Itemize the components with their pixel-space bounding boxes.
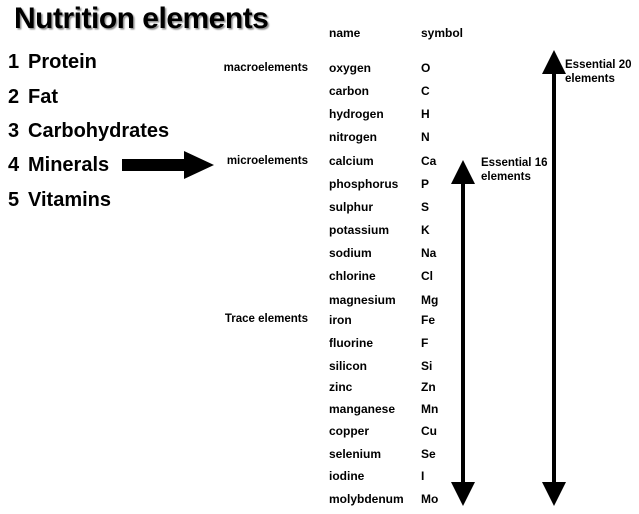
category-label-macroelements: macroelements bbox=[223, 62, 308, 74]
list-item-number: 2 bbox=[8, 86, 20, 108]
element-name: hydrogen bbox=[329, 107, 384, 121]
element-name: selenium bbox=[329, 447, 382, 461]
element-symbol: Si bbox=[421, 359, 433, 373]
element-symbol: Na bbox=[421, 246, 437, 260]
element-symbol: P bbox=[421, 177, 430, 191]
element-symbol: N bbox=[421, 130, 430, 144]
element-name: potassium bbox=[329, 223, 390, 237]
element-name: manganese bbox=[329, 402, 396, 416]
element-symbol: H bbox=[421, 107, 430, 121]
element-name: magnesium bbox=[329, 293, 396, 307]
element-symbol: Mo bbox=[421, 492, 439, 506]
element-symbol: Fe bbox=[421, 313, 436, 327]
range-label-line2: elements bbox=[565, 73, 615, 85]
element-symbol: Cu bbox=[421, 424, 437, 438]
range-arrow-essential-20-icon bbox=[542, 50, 566, 506]
list-item-number: 5 bbox=[8, 189, 20, 211]
column-header-name: name bbox=[329, 26, 361, 40]
element-symbol: Mg bbox=[421, 293, 439, 307]
element-symbol: O bbox=[421, 61, 431, 75]
element-symbol: K bbox=[421, 223, 430, 237]
element-name: chlorine bbox=[329, 269, 376, 283]
range-label-line2: elements bbox=[481, 171, 531, 183]
element-name: zinc bbox=[329, 380, 353, 394]
list-item: 5 Vitamins bbox=[8, 189, 111, 212]
list-item: 4 Minerals bbox=[8, 154, 109, 177]
element-symbol: Ca bbox=[421, 154, 437, 168]
element-name: phosphorus bbox=[329, 177, 399, 191]
element-name: silicon bbox=[329, 359, 368, 373]
element-name: iron bbox=[329, 313, 352, 327]
element-name: sulphur bbox=[329, 200, 373, 214]
element-name: sodium bbox=[329, 246, 372, 260]
range-arrow-essential-16-icon bbox=[451, 160, 475, 506]
range-label-line1: Essential 20 bbox=[565, 59, 632, 71]
list-item-label: Minerals bbox=[28, 154, 110, 176]
right-arrow-icon bbox=[122, 151, 214, 179]
element-name: oxygen bbox=[329, 61, 372, 75]
element-symbol: Zn bbox=[421, 380, 436, 394]
list-item-number: 1 bbox=[8, 51, 20, 73]
element-symbol: F bbox=[421, 336, 429, 350]
list-item: 3 Carbohydrates bbox=[8, 120, 169, 143]
list-item-label: Protein bbox=[28, 51, 97, 73]
element-name: molybdenum bbox=[329, 492, 404, 506]
element-name: calcium bbox=[329, 154, 374, 168]
element-name: carbon bbox=[329, 84, 370, 98]
list-item-number: 4 bbox=[8, 154, 20, 176]
element-name: nitrogen bbox=[329, 130, 377, 144]
element-name: copper bbox=[329, 424, 370, 438]
element-name: iodine bbox=[329, 469, 365, 483]
list-item: 1 Protein bbox=[8, 51, 97, 74]
range-label-essential-16: Essential 16 elements bbox=[481, 156, 547, 184]
list-item-label: Fat bbox=[28, 86, 58, 108]
element-name: fluorine bbox=[329, 336, 373, 350]
list-item-number: 3 bbox=[8, 120, 20, 142]
element-symbol: Mn bbox=[421, 402, 439, 416]
list-item-label: Carbohydrates bbox=[28, 120, 170, 142]
element-symbol: C bbox=[421, 84, 430, 98]
category-label-trace-elements: Trace elements bbox=[224, 313, 308, 325]
range-label-essential-20: Essential 20 elements bbox=[565, 58, 631, 86]
range-label-line1: Essential 16 bbox=[481, 157, 548, 169]
list-item: 2 Fat bbox=[8, 86, 58, 109]
element-symbol: S bbox=[421, 200, 430, 214]
list-item-label: Vitamins bbox=[28, 189, 111, 211]
column-header-symbol: symbol bbox=[421, 26, 464, 40]
page-title: Nutrition elements bbox=[14, 2, 269, 35]
element-symbol: Cl bbox=[421, 269, 433, 283]
element-symbol: I bbox=[421, 469, 425, 483]
category-label-microelements: microelements bbox=[226, 155, 308, 167]
element-symbol: Se bbox=[421, 447, 436, 461]
